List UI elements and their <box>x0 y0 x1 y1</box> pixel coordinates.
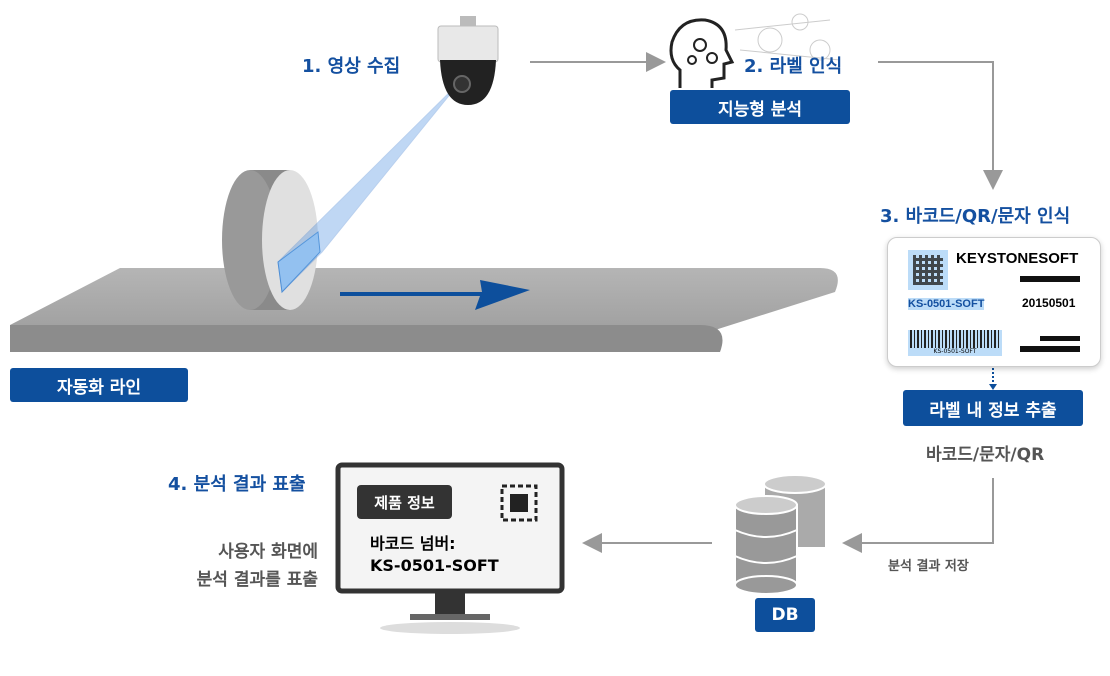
label-card: KEYSTONESOFT KS-0501-SOFT 20150501 KS-05… <box>887 237 1101 367</box>
ai-head-icon <box>669 13 841 88</box>
screen-caption-line2: 분석 결과를 표출 <box>196 570 318 590</box>
step-capture: 1. 영상 수집 <box>302 56 401 77</box>
label-brand: KEYSTONESOFT <box>956 250 1079 267</box>
camera-beam <box>277 81 461 294</box>
extract-badge: 라벨 내 정보 추출 <box>903 390 1083 426</box>
step-recognize: 2. 라벨 인식 <box>744 56 843 77</box>
types-caption: 바코드/문자/QR <box>926 445 1045 465</box>
label-date: 20150501 <box>1022 296 1076 310</box>
barcode-icon: KS-0501-SOFT <box>908 330 1002 356</box>
screen-caption: 사용자 화면에 분석 결과를 표출 <box>197 538 318 594</box>
label-code: KS-0501-SOFT <box>908 298 985 310</box>
database-icon <box>734 474 827 595</box>
flow-arrow <box>340 280 530 310</box>
barcode-text: KS-0501-SOFT <box>933 348 977 355</box>
step-display: 4. 분석 결과 표출 <box>168 474 306 495</box>
analysis-badge: 지능형 분석 <box>670 90 850 124</box>
product-roll <box>222 170 321 310</box>
line-badge: 자동화 라인 <box>10 368 188 402</box>
conveyor-belt <box>10 268 838 352</box>
screen-caption-line1: 사용자 화면에 <box>218 542 318 562</box>
barcode-field-label: 바코드 넘버: <box>370 534 456 553</box>
product-info-header: 제품 정보 <box>357 485 452 519</box>
camera-icon <box>437 16 499 105</box>
step-barcode: 3. 바코드/QR/문자 인식 <box>880 206 1071 227</box>
qr-code-icon <box>908 250 948 290</box>
db-badge: DB <box>755 598 815 632</box>
save-caption: 분석 결과 저장 <box>888 559 969 574</box>
barcode-field-value: KS-0501-SOFT <box>370 556 499 575</box>
connector-arrows <box>530 52 1003 553</box>
